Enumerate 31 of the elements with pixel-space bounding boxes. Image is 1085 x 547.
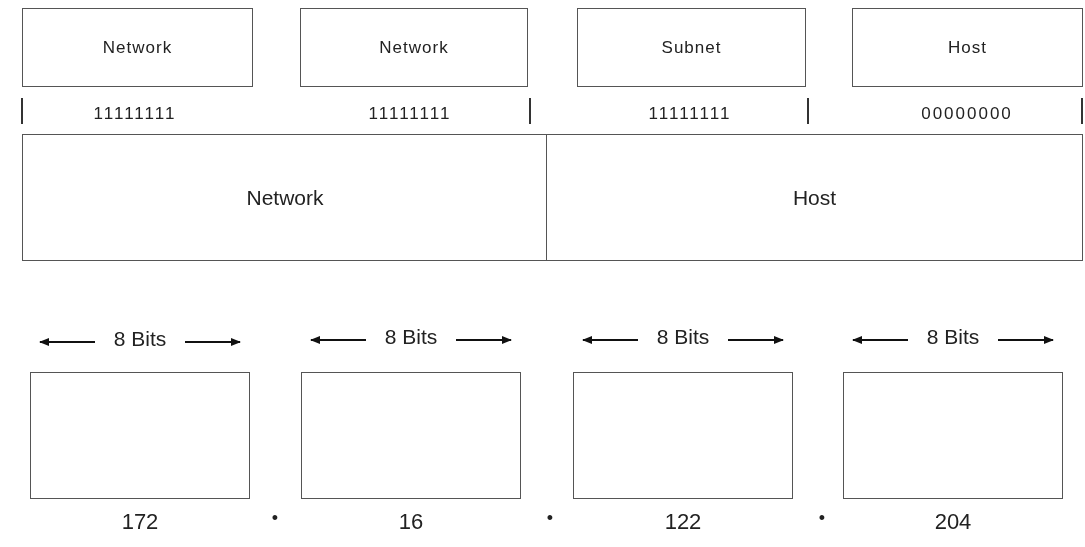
octet-box xyxy=(843,372,1063,499)
dot-separator: • xyxy=(271,508,279,529)
octet-box xyxy=(573,372,793,499)
octet-value: 122 xyxy=(664,509,702,535)
field-box xyxy=(22,8,253,87)
bit-width-label: 8 Bits xyxy=(113,327,167,351)
field-box xyxy=(300,8,528,87)
bit-width-label: 8 Bits xyxy=(926,325,980,349)
field-label: Network xyxy=(102,37,173,58)
field-box xyxy=(577,8,806,87)
bit-string: 11111111 xyxy=(648,104,732,124)
octet-value: 172 xyxy=(121,509,159,535)
bit-string: 00000000 xyxy=(921,104,1013,124)
bit-width-label: 8 Bits xyxy=(384,325,438,349)
bit-string: 11111111 xyxy=(368,104,452,124)
octet-value: 16 xyxy=(398,509,424,535)
bit-width-label: 8 Bits xyxy=(656,325,710,349)
address-part-box xyxy=(546,134,1083,261)
octet-box xyxy=(30,372,250,499)
bit-string: 11111111 xyxy=(93,104,177,124)
field-label: Network xyxy=(379,37,449,58)
octet-box xyxy=(301,372,521,499)
field-label: Host xyxy=(792,185,837,210)
octet-value: 204 xyxy=(934,509,972,535)
field-label: Subnet xyxy=(661,37,722,58)
field-label: Network xyxy=(246,185,324,210)
field-box xyxy=(852,8,1083,87)
field-label: Host xyxy=(948,37,987,58)
dot-separator: • xyxy=(546,508,554,529)
address-part-box xyxy=(22,134,547,261)
dot-separator: • xyxy=(818,508,826,529)
